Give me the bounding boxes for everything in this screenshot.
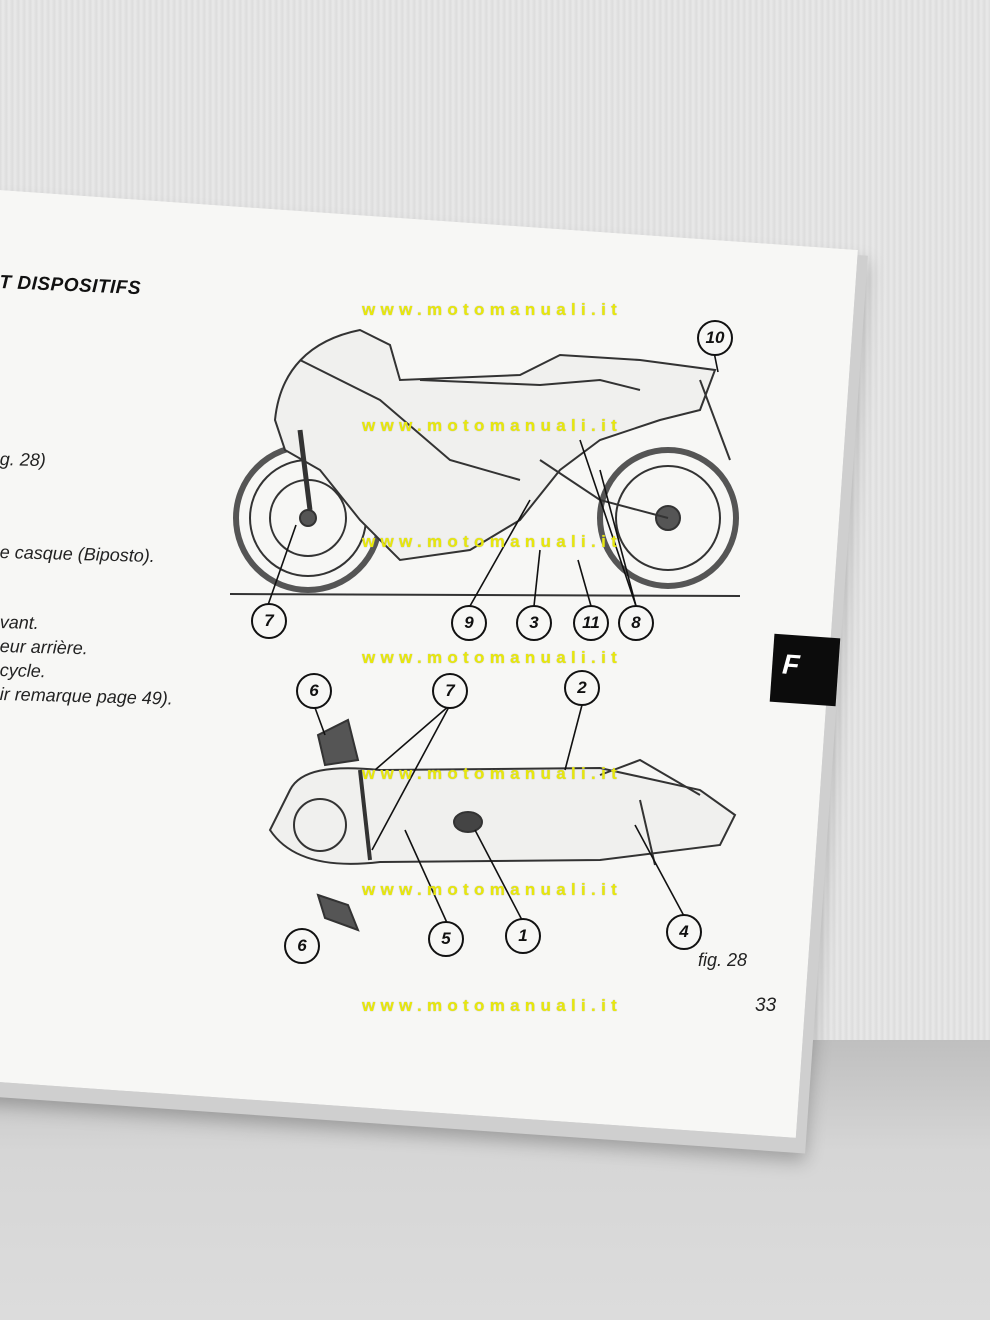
page-number: 33 <box>755 995 777 1016</box>
top-view-windscreen <box>293 798 347 852</box>
watermark: www.motomanuali.it <box>362 532 623 551</box>
callout-side-3: 3 <box>516 605 552 641</box>
callout-side-6: 10 <box>697 320 733 356</box>
top-view-tail <box>599 758 701 796</box>
callout-top-6: 1 <box>505 918 541 954</box>
mirror-bottom <box>316 893 360 932</box>
figure-label: fig. 28 <box>698 950 748 970</box>
callout-side-4: 11 <box>573 605 609 641</box>
callout-side-5: 8 <box>618 605 654 641</box>
top-view-handlebar <box>358 769 372 861</box>
ground-line <box>229 593 741 597</box>
watermark: www.motomanuali.it <box>362 300 623 319</box>
mirror-top <box>316 718 360 767</box>
watermark: www.motomanuali.it <box>362 416 623 435</box>
watermark: www.motomanuali.it <box>362 648 623 667</box>
callout-top-5: 5 <box>428 921 464 957</box>
seat-line <box>419 378 641 391</box>
watermark: www.motomanuali.it <box>362 880 623 899</box>
fork <box>297 429 313 511</box>
callout-side-2: 9 <box>451 605 487 641</box>
fairing-body <box>273 328 717 562</box>
watermark: www.motomanuali.it <box>362 764 623 783</box>
fuel-cap <box>453 811 483 833</box>
callout-top-1: 6 <box>296 673 332 709</box>
top-view-body <box>268 766 737 865</box>
plate-holder <box>699 379 731 461</box>
frame-line <box>299 359 521 481</box>
callout-top-4: 6 <box>284 928 320 964</box>
callout-top-3: 2 <box>564 670 600 706</box>
callout-side-1: 7 <box>251 603 287 639</box>
callout-top-2: 7 <box>432 673 468 709</box>
watermark: www.motomanuali.it <box>362 996 623 1015</box>
callout-top-7: 4 <box>666 914 702 950</box>
top-view-seat-line <box>639 799 656 866</box>
